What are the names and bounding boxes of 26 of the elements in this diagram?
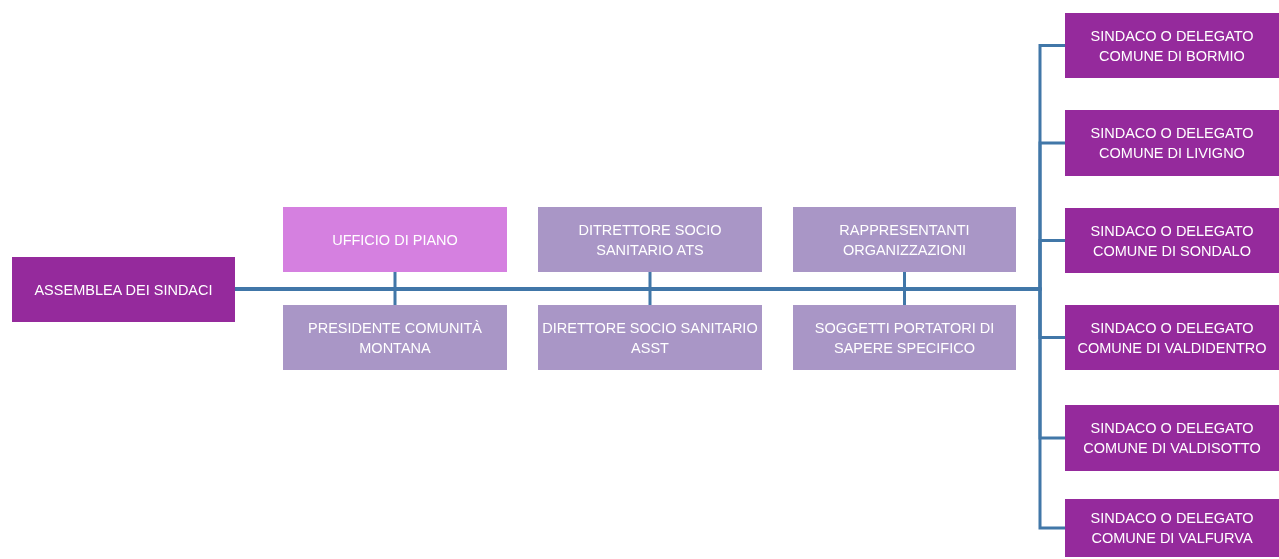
box-label: DITRETTORE SOCIO SANITARIO ATS xyxy=(577,220,723,260)
box-label: PRESIDENTE COMUNITÀ MONTANA xyxy=(307,318,483,358)
box-label: ASSEMBLEA DEI SINDACI xyxy=(34,280,213,300)
org-box xyxy=(12,257,235,322)
box-label: SINDACO O DELEGATO COMUNE DI VALFURVA xyxy=(1089,509,1255,548)
box-label: RAPPRESENTANTI ORGANIZZAZIONI xyxy=(838,220,971,260)
box-label: SOGGETTI PORTATORI DI SAPERE SPECIFICO xyxy=(813,318,996,358)
org-box xyxy=(1065,499,1279,557)
org-box xyxy=(538,305,762,370)
org-box xyxy=(793,207,1016,272)
box-label: SINDACO O DELEGATO COMUNE DI BORMIO xyxy=(1089,26,1255,66)
org-box xyxy=(538,207,762,272)
box-label: DIRETTORE SOCIO SANITARIO ASST xyxy=(542,318,758,358)
org-box xyxy=(1065,13,1279,78)
org-box xyxy=(1065,405,1279,471)
org-box xyxy=(1065,110,1279,176)
org-box xyxy=(1065,305,1279,370)
box-label: SINDACO O DELEGATO COMUNE DI LIVIGNO xyxy=(1089,124,1255,163)
box-label: SINDACO O DELEGATO COMUNE DI VALDIDENTRO xyxy=(1076,318,1268,358)
org-box xyxy=(1065,208,1279,273)
box-label: UFFICIO DI PIANO xyxy=(332,230,458,250)
org-box xyxy=(793,305,1016,370)
org-box xyxy=(283,207,507,272)
box-label: SINDACO O DELEGATO COMUNE DI VALDISOTTO xyxy=(1082,419,1262,458)
org-box xyxy=(283,305,507,370)
box-label: SINDACO O DELEGATO COMUNE DI SONDALO xyxy=(1089,221,1255,261)
